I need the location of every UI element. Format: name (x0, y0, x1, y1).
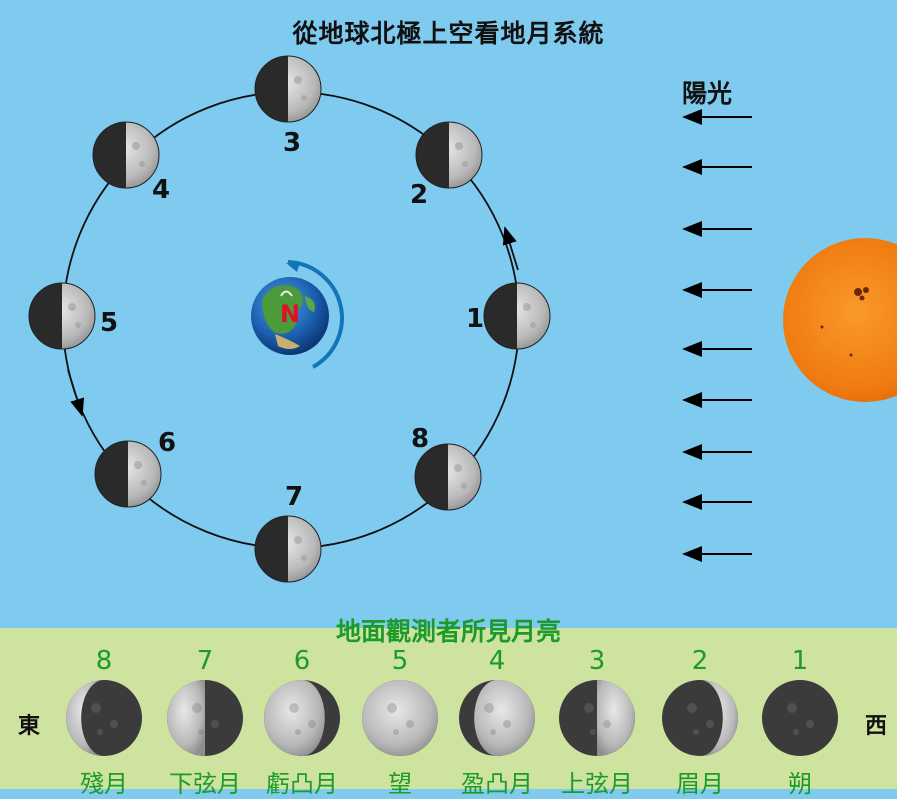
phase-name: 下弦月 (169, 770, 241, 798)
orbit-label-8: 8 (411, 424, 430, 454)
orbit-arrow-icon (67, 369, 85, 417)
orbit-label-6: 6 (158, 428, 177, 458)
observer-panel (0, 628, 897, 789)
observer-moon-5 (362, 680, 438, 756)
orbit-label-1: 1 (466, 304, 485, 334)
sunlight-arrows (682, 109, 752, 562)
orbit-moon-5 (28, 282, 96, 350)
orbit-moon-1 (483, 282, 551, 350)
orbit-label-2: 2 (410, 180, 429, 210)
phase-number: 8 (95, 646, 113, 676)
phase-number: 1 (791, 646, 809, 676)
orbit-moon-2 (415, 121, 483, 189)
orbit-moon-8 (414, 443, 482, 511)
earth-north-label: N (280, 300, 301, 328)
orbit-moon-6 (94, 440, 162, 508)
observer-title: 地面觀測者所見月亮 (335, 617, 561, 646)
observer-moon-7 (167, 680, 243, 756)
phase-name: 殘月 (80, 770, 128, 798)
phase-name: 上弦月 (561, 770, 633, 798)
phase-name: 虧凸月 (266, 770, 338, 798)
west-label: 西 (865, 714, 888, 739)
phase-number: 5 (391, 646, 409, 676)
sun-icon (783, 238, 897, 402)
observer-moon-8 (66, 680, 142, 756)
orbit-label-7: 7 (285, 482, 304, 512)
phase-name: 朔 (788, 770, 812, 798)
observer-moon-6 (264, 680, 340, 756)
rotation-arrowhead-icon (286, 262, 300, 272)
earth-icon (251, 277, 329, 355)
east-label: 東 (18, 714, 41, 739)
observer-moon-2 (662, 680, 738, 756)
orbit-arrow-icon (502, 226, 519, 271)
orbit-moon-4 (92, 121, 160, 189)
phase-name: 盈凸月 (461, 770, 533, 798)
phase-number: 6 (293, 646, 311, 676)
orbit-label-5: 5 (100, 308, 119, 338)
observer-moon-4 (459, 680, 535, 756)
rotation-arrow-icon (287, 260, 344, 369)
phase-number: 7 (196, 646, 214, 676)
observer-moon-3 (559, 680, 635, 756)
phase-name: 望 (388, 770, 412, 798)
phase-number: 3 (588, 646, 606, 676)
phase-name: 眉月 (676, 770, 724, 798)
observer-moon-1 (762, 680, 838, 756)
orbit-label-3: 3 (283, 128, 302, 158)
diagram-background (0, 0, 897, 628)
phase-number: 4 (488, 646, 506, 676)
orbit-moon-7 (254, 515, 322, 583)
diagram-title: 從地球北極上空看地月系統 (292, 19, 605, 48)
orbit-label-4: 4 (152, 175, 171, 205)
sunlight-label: 陽光 (682, 79, 733, 108)
orbit-moon-3 (254, 55, 322, 123)
phase-number: 2 (691, 646, 709, 676)
